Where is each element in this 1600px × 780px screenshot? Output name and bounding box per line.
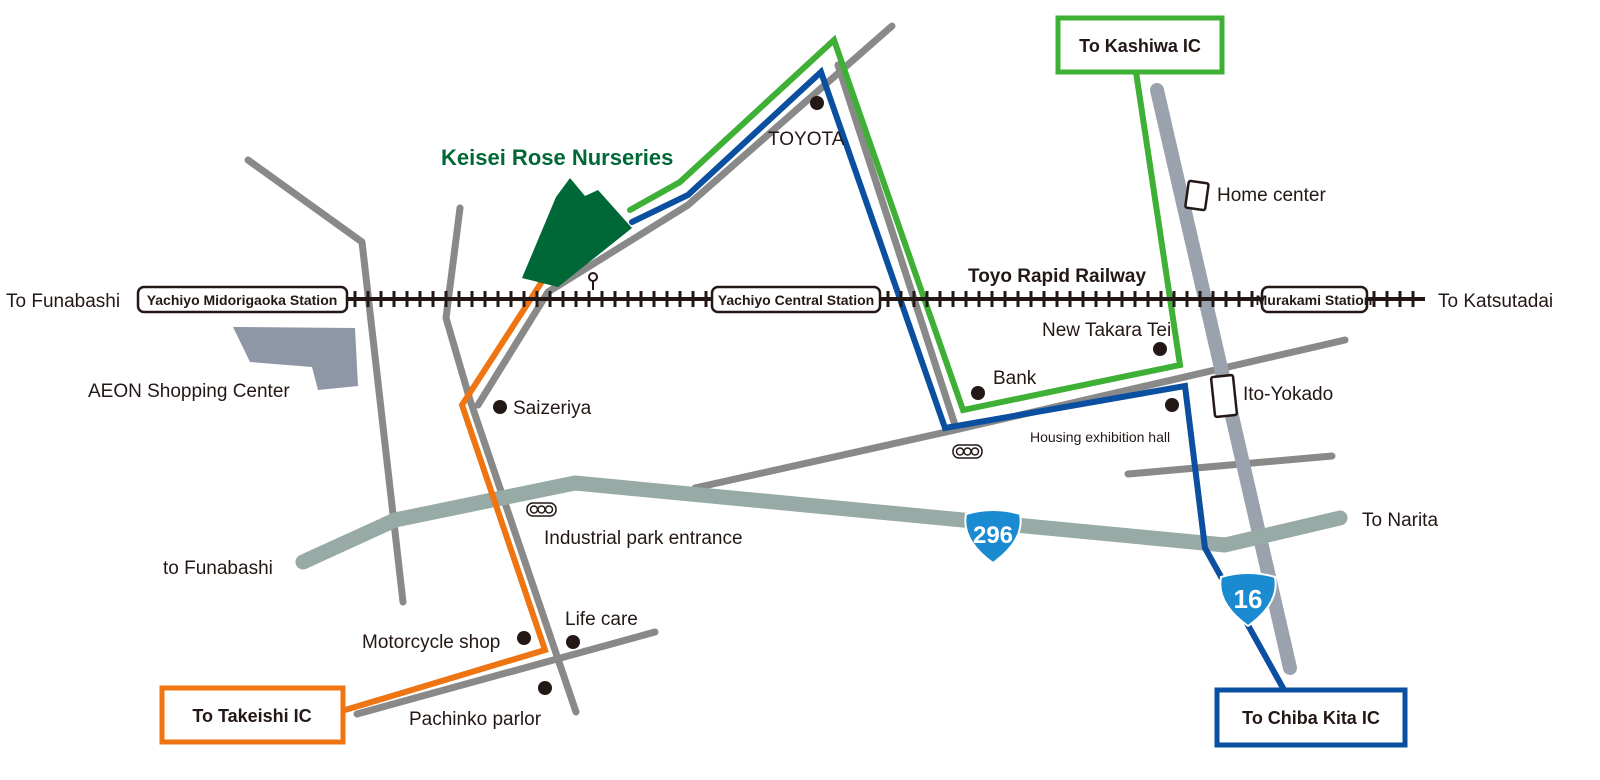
label-pachinko: Pachinko parlor [409, 709, 542, 730]
station-label: Yachiyo Central Station [718, 292, 874, 308]
label-life-care: Life care [565, 609, 638, 630]
orange-route [344, 278, 549, 713]
label-narita: To Narita [1362, 510, 1438, 531]
railway [345, 291, 1425, 307]
label-saizeriya: Saizeriya [513, 398, 592, 419]
road [442, 204, 580, 716]
route-296-shield: 296 [964, 509, 1022, 565]
route-296-number: 296 [973, 522, 1013, 549]
route-16-number: 16 [1234, 584, 1263, 614]
label-housing: Housing exhibition hall [1030, 429, 1170, 445]
road [834, 61, 959, 429]
direction-katsutadai: To Katsutadai [1438, 291, 1553, 312]
label-home-center: Home center [1217, 185, 1326, 206]
ito-yokado-building [1209, 373, 1239, 419]
label-aeon: AEON Shopping Center [88, 381, 290, 402]
kashiwa-ic-label: To Kashiwa IC [1079, 36, 1201, 56]
station-label: Yachiyo Midorigaoka Station [147, 292, 338, 308]
station-label: Murakami Station [1256, 292, 1373, 308]
label-bank: Bank [993, 368, 1037, 389]
station-marker-icon [588, 272, 598, 290]
road [244, 156, 407, 606]
home-center-building [1184, 179, 1210, 212]
road [1124, 452, 1336, 478]
takeishi-ic-label: To Takeishi IC [192, 706, 311, 726]
route-296-road [295, 475, 1348, 570]
takeishi-ic-box: To Takeishi IC [159, 685, 346, 745]
aeon-building [233, 327, 358, 390]
traffic-light-icon [952, 444, 983, 459]
nursery-title: Keisei Rose Nurseries [441, 145, 673, 170]
kashiwa-ic-box: To Kashiwa IC [1055, 15, 1225, 75]
label-new-takara: New Takara Tei [1042, 320, 1171, 341]
station-yachiyo-central[interactable]: Yachiyo Central Station [710, 285, 882, 314]
road [353, 628, 659, 718]
railway-name: Toyo Rapid Railway [968, 266, 1147, 287]
label-industrial: Industrial park entrance [544, 528, 743, 549]
label-ito-yokado: Ito-Yokado [1243, 384, 1333, 405]
station-murakami[interactable]: Murakami Station [1256, 285, 1373, 314]
label-funabashi-296: to Funabashi [163, 558, 273, 579]
road [474, 22, 896, 409]
landmark-dots [493, 96, 1179, 695]
label-toyota: TOYOTA [768, 129, 845, 150]
green-route [627, 34, 1184, 414]
traffic-light-icon [526, 502, 557, 517]
nursery-icon [522, 178, 632, 287]
chiba-kita-ic-box: To Chiba Kita IC [1214, 687, 1408, 748]
station-yachiyo-midorigaoka[interactable]: Yachiyo Midorigaoka Station [136, 285, 349, 314]
chiba-kita-ic-label: To Chiba Kita IC [1242, 708, 1380, 728]
label-motorcycle: Motorcycle shop [362, 632, 500, 653]
route-16-shield: 16 [1219, 572, 1277, 628]
blue-route [629, 66, 1286, 691]
direction-funabashi-rail: To Funabashi [6, 291, 120, 312]
